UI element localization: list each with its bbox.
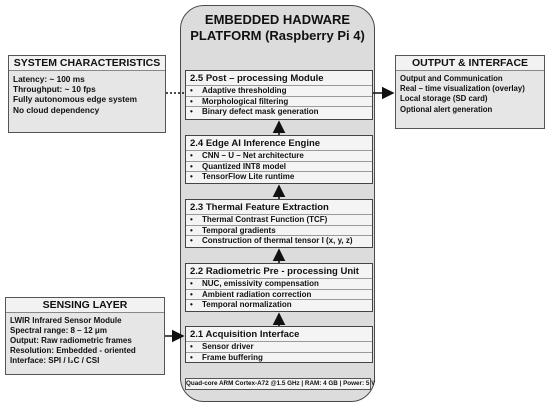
module-item: •TensorFlow Lite runtime	[186, 171, 372, 182]
bullet-icon: •	[190, 96, 193, 106]
bullet-icon: •	[190, 289, 193, 299]
module-item: •Sensor driver	[186, 341, 372, 352]
bullet-icon: •	[190, 342, 193, 351]
sensing-layer-item: Interface: SPI / I₂C / CSI	[10, 356, 100, 365]
module-item: •Ambient radiation correction	[186, 288, 372, 300]
sensing-layer-item: Output: Raw radiometric frames	[10, 336, 132, 345]
module-item: •Construction of thermal tensor I (x, y,…	[186, 235, 372, 246]
module-item: •Binary defect mask generation	[186, 106, 372, 117]
module-title: 2.2 Radiometric Pre - processing Unit	[190, 266, 359, 277]
system-characteristics-title: SYSTEM CHARACTERISTICS	[9, 56, 165, 71]
output-interface-box: OUTPUT & INTERFACE Output and Communicat…	[395, 55, 545, 129]
sensing-layer-item: Spectral range: 8 – 12 μm	[10, 326, 107, 335]
module-item: •Morphological filtering	[186, 95, 372, 107]
system-characteristic-item: Throughput: ~ 10 fps	[13, 84, 96, 95]
system-characteristic-item: Latency: ~ 100 ms	[13, 74, 85, 84]
module-item: •Thermal Contrast Function (TCF)	[186, 214, 372, 225]
platform-title-line-1: EMBEDDED HADWARE	[204, 12, 351, 27]
module-item: •CNN – U – Net architecture	[186, 150, 372, 161]
bullet-icon: •	[190, 236, 193, 246]
system-characteristics-box: SYSTEM CHARACTERISTICS Latency: ~ 100 ms…	[8, 55, 166, 133]
sensing-layer-item: LWIR Infrared Sensor Module	[10, 316, 122, 325]
bullet-icon: •	[190, 215, 193, 224]
bullet-icon: •	[190, 151, 193, 160]
bullet-icon: •	[190, 352, 193, 362]
output-interface-item: Output and Communication	[400, 74, 503, 83]
module-item: •Temporal normalization	[186, 299, 372, 310]
module-title: 2.3 Thermal Feature Extraction	[190, 202, 329, 213]
module-item: •Adaptive thresholding	[186, 85, 372, 96]
platform-title: EMBEDDED HADWARE PLATFORM (Raspberry Pi …	[180, 12, 375, 44]
bullet-icon: •	[190, 172, 193, 182]
module-item: •Quantized INT8 model	[186, 160, 372, 172]
module-acquisition-interface: 2.1 Acquisition Interface •Sensor driver…	[185, 326, 373, 363]
sensing-layer-item: Resolution: Embedded - oriented	[10, 346, 136, 355]
system-characteristic-item: Fully autonomous edge system	[13, 94, 138, 105]
module-title: 2.1 Acquisition Interface	[190, 329, 300, 340]
output-interface-item: Optional alert generation	[400, 104, 493, 114]
module-thermal-feature-extraction: 2.3 Thermal Feature Extraction •Thermal …	[185, 199, 373, 248]
module-edge-ai-inference: 2.4 Edge AI Inference Engine •CNN – U – …	[185, 135, 373, 184]
sensing-layer-box: SENSING LAYER LWIR Infrared Sensor Modul…	[5, 297, 165, 375]
system-characteristic-item: No cloud dependency	[13, 104, 100, 115]
output-interface-item: Real – time visualization (overlay)	[400, 84, 525, 94]
sensing-layer-title: SENSING LAYER	[6, 298, 164, 313]
module-title: 2.4 Edge AI Inference Engine	[190, 138, 321, 149]
module-item: •NUC, emissivity compensation	[186, 278, 372, 289]
hardware-specs: Quad-core ARM Cortex-A72 @1.5 GHz | RAM:…	[185, 378, 375, 390]
output-interface-item: Local storage (SD card)	[400, 94, 488, 104]
module-item: •Temporal gradients	[186, 224, 372, 236]
module-item: •Frame buffering	[186, 351, 372, 363]
module-radiometric-preprocessing: 2.2 Radiometric Pre - processing Unit •N…	[185, 263, 373, 312]
output-interface-title: OUTPUT & INTERFACE	[396, 56, 544, 71]
bullet-icon: •	[190, 300, 193, 310]
bullet-icon: •	[190, 225, 193, 235]
bullet-icon: •	[190, 86, 193, 95]
bullet-icon: •	[190, 107, 193, 117]
module-post-processing: 2.5 Post – processing Module •Adaptive t…	[185, 70, 373, 120]
module-title: 2.5 Post – processing Module	[190, 73, 324, 84]
bullet-icon: •	[190, 279, 193, 288]
bullet-icon: •	[190, 161, 193, 171]
platform-title-line-2: PLATFORM (Raspberry Pi 4)	[190, 28, 365, 43]
